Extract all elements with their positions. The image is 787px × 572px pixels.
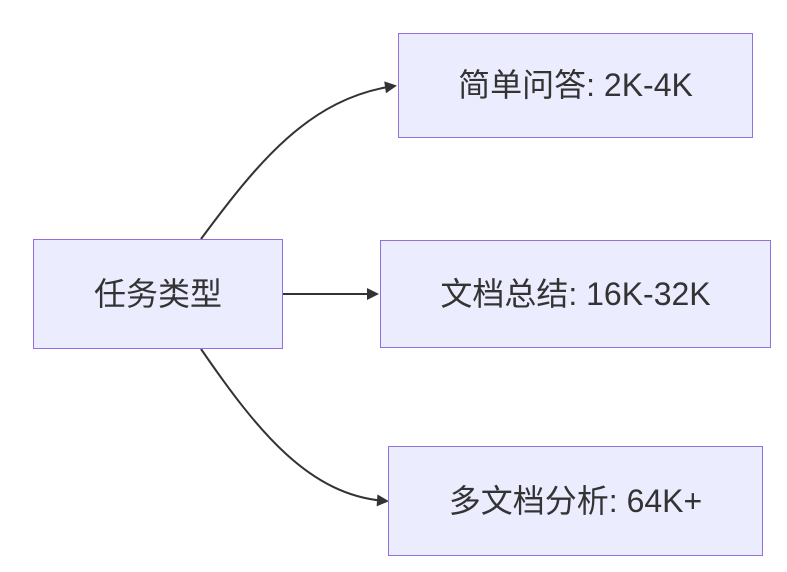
node-task-type: 任务类型 bbox=[33, 239, 283, 349]
node-multi-doc-label: 多文档分析: 64K+ bbox=[448, 482, 703, 519]
node-multi-doc: 多文档分析: 64K+ bbox=[388, 446, 763, 556]
node-task-type-label: 任务类型 bbox=[93, 275, 222, 312]
node-doc-summary: 文档总结: 16K-32K bbox=[380, 240, 771, 348]
node-simple-qa: 简单问答: 2K-4K bbox=[398, 33, 753, 138]
edge-task-type-to-multi-doc bbox=[200, 348, 389, 507]
node-simple-qa-label: 简单问答: 2K-4K bbox=[458, 67, 693, 104]
edge-task-type-to-simple-qa bbox=[200, 81, 397, 240]
node-doc-summary-label: 文档总结: 16K-32K bbox=[440, 275, 711, 312]
